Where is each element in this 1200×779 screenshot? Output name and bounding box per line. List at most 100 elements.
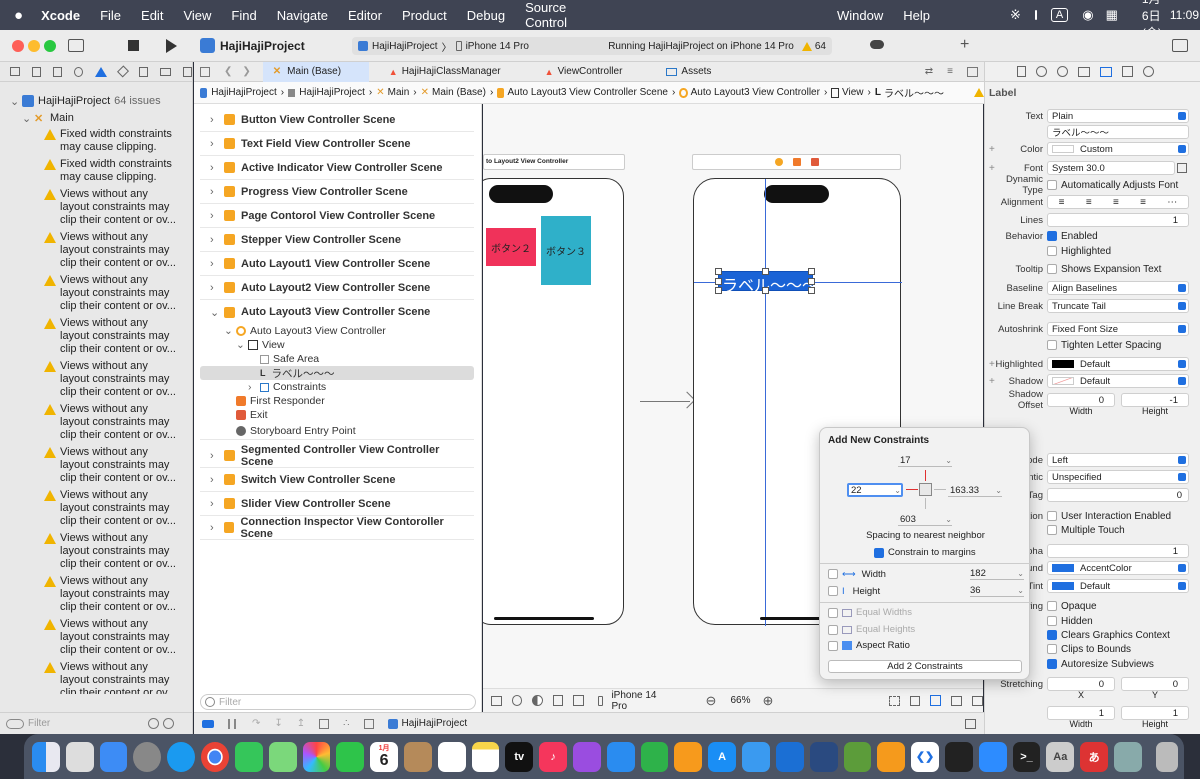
warning-filter-icon[interactable] — [163, 718, 174, 729]
battery-icon[interactable] — [1034, 10, 1037, 20]
dynamic-type-checkbox[interactable] — [1047, 180, 1057, 190]
disclosure-closed-icon[interactable]: › — [210, 185, 214, 198]
user-interaction-checkbox[interactable] — [1047, 511, 1057, 521]
numbers-icon[interactable] — [640, 741, 669, 772]
bottom-spacing-field[interactable]: 603⌄ — [898, 513, 952, 526]
outline-view[interactable]: ⌄View — [200, 338, 474, 352]
scene-row[interactable]: ›Switch View Controller Scene — [200, 468, 474, 492]
background-popup[interactable]: AccentColor — [1047, 561, 1189, 575]
jump-project[interactable]: HajiHajiProject — [211, 87, 277, 98]
shadow-popup[interactable]: Default — [1047, 374, 1189, 388]
issue-group-row[interactable]: ⌄ ✕ Main — [0, 110, 192, 126]
add-button[interactable]: + — [960, 36, 970, 53]
outline-exit[interactable]: Exit — [200, 408, 474, 422]
safari-icon[interactable] — [167, 741, 196, 772]
report-icon[interactable] — [182, 66, 192, 77]
chevron-down-icon[interactable]: ⌄ — [1017, 569, 1024, 578]
view-debugger-icon[interactable] — [319, 718, 330, 729]
folder-icon[interactable] — [10, 67, 20, 76]
clips-checkbox[interactable] — [1047, 644, 1057, 654]
shadow-offset-height[interactable]: -1 — [1121, 393, 1189, 407]
photos-icon[interactable] — [302, 741, 331, 772]
top-strut-icon[interactable] — [925, 470, 926, 481]
finder-icon[interactable] — [32, 741, 60, 772]
tooltip-checkbox[interactable] — [1047, 264, 1057, 274]
menu-find[interactable]: Find — [231, 7, 257, 23]
scene-row[interactable]: ›Slider View Controller Scene — [200, 492, 474, 516]
zoom-in-icon[interactable]: ⊕ — [762, 692, 774, 708]
font-field[interactable]: System 30.0 — [1047, 161, 1175, 175]
baseline-popup[interactable]: Align Baselines — [1047, 281, 1189, 295]
connections-inspector-icon[interactable] — [1143, 66, 1154, 77]
right-spacing-field[interactable]: 163.33⌄ — [948, 484, 1002, 497]
console-layout-icon[interactable] — [965, 718, 976, 729]
menu-editor[interactable]: Editor — [348, 7, 382, 23]
align-right-icon[interactable]: ≡ — [1112, 196, 1119, 208]
resolve-issues-icon[interactable] — [950, 695, 963, 706]
control-center-icon[interactable]: ▦ — [1105, 7, 1118, 22]
bluetooth-icon[interactable]: ※ — [1010, 7, 1021, 22]
disclosure-open-icon[interactable]: ⌄ — [210, 306, 220, 319]
highlighted-color-popup[interactable]: Default — [1047, 357, 1189, 371]
stretching-x[interactable]: 0 — [1047, 677, 1115, 691]
step-out-icon[interactable]: ↥ — [296, 718, 306, 729]
jump-main[interactable]: Main — [387, 87, 410, 98]
scene-row[interactable]: ›Auto Layout2 View Controller Scene — [200, 276, 474, 300]
scene-row[interactable]: ›Text Field View Controller Scene — [200, 132, 474, 156]
jump-view-controller[interactable]: Auto Layout3 View Controller — [690, 87, 820, 98]
terminal-icon[interactable]: >_ — [1012, 741, 1041, 772]
menu-window[interactable]: Window — [837, 7, 884, 23]
grid-icon[interactable] — [200, 66, 210, 77]
split-editor-icon[interactable] — [967, 66, 978, 77]
selected-label[interactable]: ラベル〜〜〜 — [715, 268, 818, 295]
chevron-down-icon[interactable]: ⌄ — [945, 455, 952, 465]
warning-icon[interactable] — [973, 88, 984, 97]
button-2[interactable]: ボタン２ — [486, 228, 536, 266]
menu-edit[interactable]: Edit — [141, 7, 164, 23]
tag-field[interactable]: 0 — [1047, 488, 1189, 502]
scene3-title-bar[interactable] — [692, 154, 901, 170]
tab-class-manager[interactable]: ▲ HajiHajiClassManager — [389, 66, 501, 77]
add-constraints-button[interactable]: Add 2 Constraints — [828, 660, 1022, 673]
resize-handle[interactable] — [808, 268, 815, 275]
chevron-down-icon[interactable]: ⌄ — [995, 485, 1002, 495]
cloud-icon[interactable] — [870, 40, 884, 49]
breakpoint-icon[interactable] — [160, 67, 171, 76]
text-type-popup[interactable]: Plain — [1047, 109, 1189, 123]
zoom-level[interactable]: 66% — [730, 695, 751, 706]
size-inspector-icon[interactable] — [1122, 66, 1133, 77]
contacts-icon[interactable] — [403, 741, 432, 772]
shadow-offset-width[interactable]: 0 — [1047, 393, 1115, 407]
font-picker-icon[interactable] — [1177, 163, 1187, 173]
menu-view[interactable]: View — [183, 7, 212, 23]
scene-row[interactable]: ›Auto Layout1 View Controller Scene — [200, 252, 474, 276]
launchpad-icon[interactable] — [65, 741, 94, 772]
source-control-icon[interactable] — [31, 66, 41, 77]
resize-handle[interactable] — [762, 268, 769, 275]
scene-row[interactable]: ›Stepper View Controller Scene — [200, 228, 474, 252]
preview-icon[interactable] — [742, 741, 770, 772]
stretching-height[interactable]: 1 — [1121, 706, 1189, 720]
scene-row[interactable]: ›Button View Controller Scene — [200, 108, 474, 132]
recent-filter-icon[interactable] — [148, 718, 159, 729]
add-variation-icon[interactable]: + — [989, 358, 995, 370]
back-icon[interactable]: ❮ — [224, 66, 233, 77]
issue-project-row[interactable]: ⌄ HajiHajiProject 64 issues — [0, 92, 192, 110]
menu-help[interactable]: Help — [903, 7, 930, 23]
settings-icon[interactable] — [133, 741, 162, 772]
reminders-icon[interactable] — [437, 741, 466, 772]
step-over-icon[interactable]: ↷ — [252, 718, 261, 729]
width-field[interactable]: 182⌄ — [970, 568, 1024, 580]
xcode-icon[interactable] — [775, 741, 804, 772]
content-mode-popup[interactable]: Left — [1047, 453, 1189, 467]
tab-main-base[interactable]: ✕ Main (Base) — [262, 61, 369, 82]
minimize-button[interactable] — [28, 40, 40, 52]
vc-dock-icon[interactable] — [774, 158, 783, 166]
numbers-alt-icon[interactable] — [843, 741, 872, 772]
outline-vc[interactable]: ⌄Auto Layout3 View Controller — [200, 324, 474, 338]
